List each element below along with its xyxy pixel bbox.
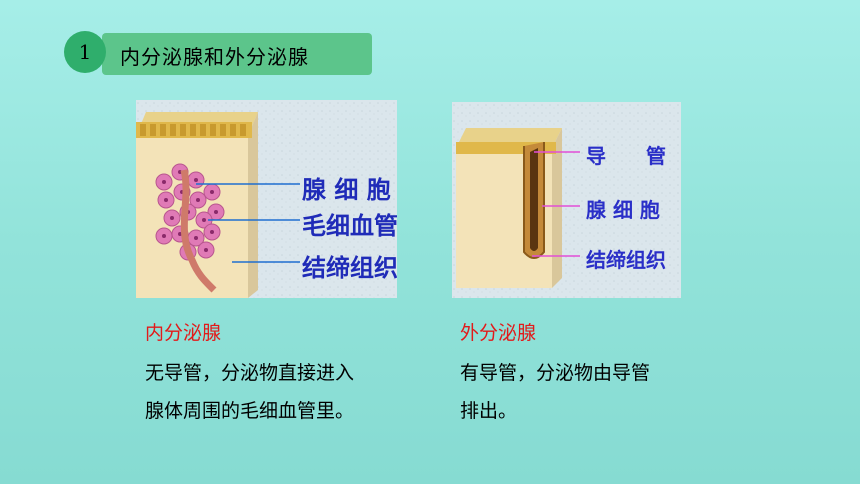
label-capillary: 毛细血管 bbox=[302, 211, 397, 240]
endocrine-caption-line-1: 无导管，分泌物直接进入 bbox=[145, 362, 355, 384]
endocrine-gland-figure: 腺 细 胞 毛细血管 结缔组织 bbox=[136, 100, 397, 298]
exocrine-gland-figure: 导 管 腺 细 胞 结缔组织 bbox=[452, 102, 681, 298]
label-duct: 导 管 bbox=[586, 144, 666, 168]
exocrine-caption-line-1: 有导管，分泌物由导管 bbox=[460, 362, 651, 384]
label-gland-cell-left: 腺 细 胞 bbox=[302, 175, 391, 204]
header-bar bbox=[102, 33, 372, 75]
exocrine-caption-title: 外分泌腺 bbox=[460, 322, 537, 344]
label-connective-tissue-left: 结缔组织 bbox=[302, 253, 397, 282]
endocrine-caption-line-2: 腺体周围的毛细血管里。 bbox=[145, 400, 355, 422]
endocrine-gland-illustration bbox=[136, 100, 397, 298]
exocrine-caption-line-2: 排出。 bbox=[460, 400, 518, 422]
endocrine-caption-title: 内分泌腺 bbox=[145, 322, 222, 344]
section-title: 内分泌腺和外分泌腺 bbox=[120, 45, 309, 69]
label-gland-cell-right: 腺 细 胞 bbox=[586, 198, 660, 222]
exocrine-gland-illustration bbox=[452, 102, 681, 298]
section-number: 1 bbox=[64, 31, 106, 73]
label-connective-tissue-right: 结缔组织 bbox=[586, 248, 666, 272]
